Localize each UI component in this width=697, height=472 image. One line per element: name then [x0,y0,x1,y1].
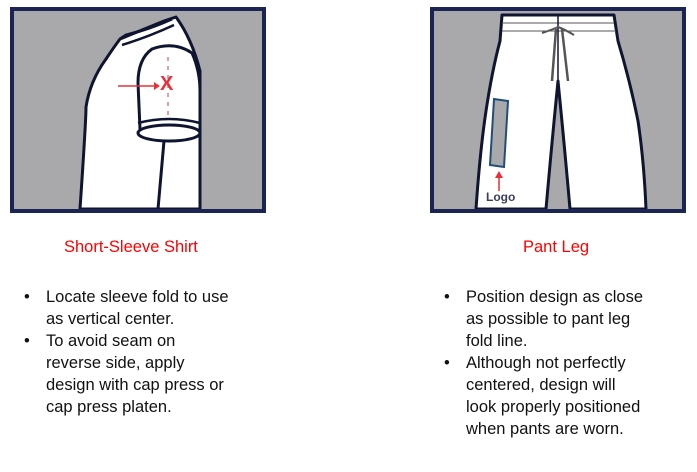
shirt-illustration: X [10,7,266,213]
instruction-item: • To avoid seam on reverse side, apply d… [22,330,292,418]
panel-caption: Pant Leg [523,238,590,256]
instruction-line: fold line. [466,332,528,350]
bullet-icon: • [444,354,450,372]
logo-label: Logo [486,190,516,204]
instruction-item: • Locate sleeve fold to use as vertical … [22,286,292,330]
bullet-icon: • [24,288,30,306]
panel-caption: Short-Sleeve Shirt [64,238,198,256]
instruction-list: • Locate sleeve fold to use as vertical … [22,286,292,418]
instruction-line: Locate sleeve fold to use [46,288,229,306]
instruction-line: cap press platen. [46,398,172,416]
pants-illustration: Logo [430,7,686,213]
instruction-line: Position design as close [466,288,644,306]
instruction-line: as vertical center. [46,310,175,328]
instruction-line: design with cap press or [46,376,224,394]
instruction-item: • Although not perfectly centered, desig… [442,352,697,440]
pants-icon [474,13,648,209]
instruction-item: • Position design as close as possible t… [442,286,697,352]
instruction-line: centered, design will [466,376,616,394]
bullet-icon: • [444,288,450,306]
instruction-line: look properly positioned [466,398,641,416]
instruction-line: when pants are worn. [466,420,624,438]
short-sleeve-shirt-icon [78,15,202,209]
instruction-line: To avoid seam on [46,332,176,350]
placement-x-marker: X [160,73,174,95]
instruction-line: as possible to pant leg [466,310,631,328]
instruction-list: • Position design as close as possible t… [442,286,697,440]
instruction-line: Although not perfectly [466,354,626,372]
instruction-line: reverse side, apply [46,354,185,372]
bullet-icon: • [24,332,30,350]
